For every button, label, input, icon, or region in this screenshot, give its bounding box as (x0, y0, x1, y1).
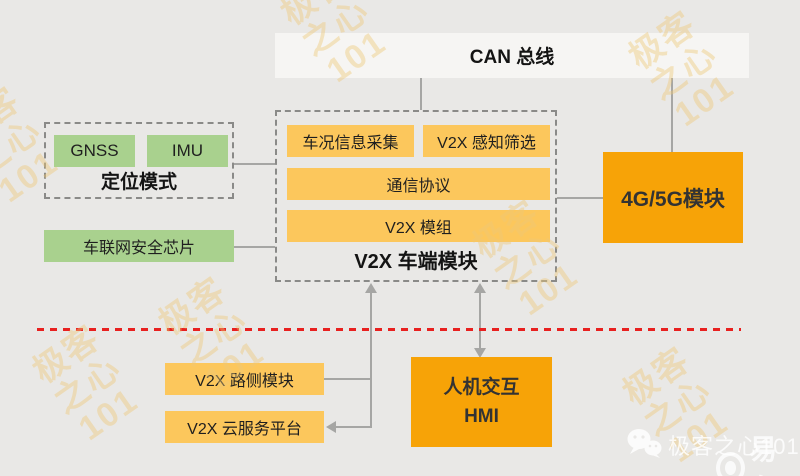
connector-can-to-cellular (671, 78, 673, 152)
hmi-node: 人机交互 HMI (411, 357, 552, 447)
connector-can-to-vehicle-module (420, 78, 422, 110)
brand-name: 易车 (749, 434, 779, 476)
gnss-label: GNSS (70, 141, 119, 160)
can-bus-node: CAN 总线 (275, 33, 749, 78)
v2x-cloud-platform-node: V2X 云服务平台 (165, 411, 324, 443)
vehicle-info-collect-label: 车况信息采集 (302, 135, 399, 152)
connector-cloud-branch (334, 426, 372, 428)
hmi-label-cn: 人机交互 (443, 376, 520, 398)
comm-protocol-label: 通信协议 (386, 178, 451, 195)
positioning-group: GNSS IMU 定位模式 (44, 122, 234, 199)
red-dashed-divider (37, 328, 741, 331)
gnss-node: GNSS (54, 135, 135, 167)
v2x-module-label: V2X 模组 (385, 220, 452, 237)
cellular-module-label: 4G/5G模块 (621, 187, 725, 211)
arrow-down-icon (474, 348, 486, 358)
positioning-group-label: 定位模式 (100, 172, 177, 193)
brand-circle-icon (716, 452, 746, 476)
v2x-vehicle-module-label: V2X 车端模块 (354, 251, 478, 273)
can-bus-label: CAN 总线 (469, 47, 555, 68)
connector-vehicle-module-to-hmi (479, 292, 481, 349)
arrow-up-icon (365, 283, 377, 293)
vehicle-info-collect-node: 车况信息采集 (287, 125, 414, 157)
imu-label: IMU (171, 141, 204, 160)
v2x-roadside-node: V2X 路侧模块 (165, 363, 324, 395)
v2x-perception-filter-label: V2X 感知筛选 (437, 135, 536, 152)
connector-vehicle-module-to-cellular (557, 197, 603, 199)
v2x-module-node: V2X 模组 (287, 210, 550, 242)
v2x-roadside-label: V2X 路侧模块 (195, 373, 294, 390)
imu-node: IMU (147, 135, 228, 167)
arrow-left-icon (326, 421, 336, 433)
connector-positioning-to-vehicle-module (234, 163, 275, 165)
security-chip-label: 车联网安全芯片 (82, 240, 195, 257)
connector-roadside-branch (324, 378, 372, 380)
v2x-cloud-platform-label: V2X 云服务平台 (187, 421, 302, 438)
arrow-up-icon (474, 283, 486, 293)
v2x-perception-filter-node: V2X 感知筛选 (423, 125, 550, 157)
comm-protocol-node: 通信协议 (287, 168, 550, 200)
security-chip-node: 车联网安全芯片 (44, 230, 234, 262)
connector-roadside-cloud-trunk (370, 292, 372, 428)
v2x-vehicle-module-group: 车况信息采集 V2X 感知筛选 通信协议 V2X 模组 V2X 车端模块 (275, 110, 557, 282)
hmi-label-en: HMI (464, 406, 499, 427)
wechat-icon (627, 429, 662, 458)
brand-logo: 易车 (716, 428, 800, 476)
connector-chip-to-vehicle-module (234, 246, 275, 248)
cellular-module-node: 4G/5G模块 (603, 152, 743, 243)
